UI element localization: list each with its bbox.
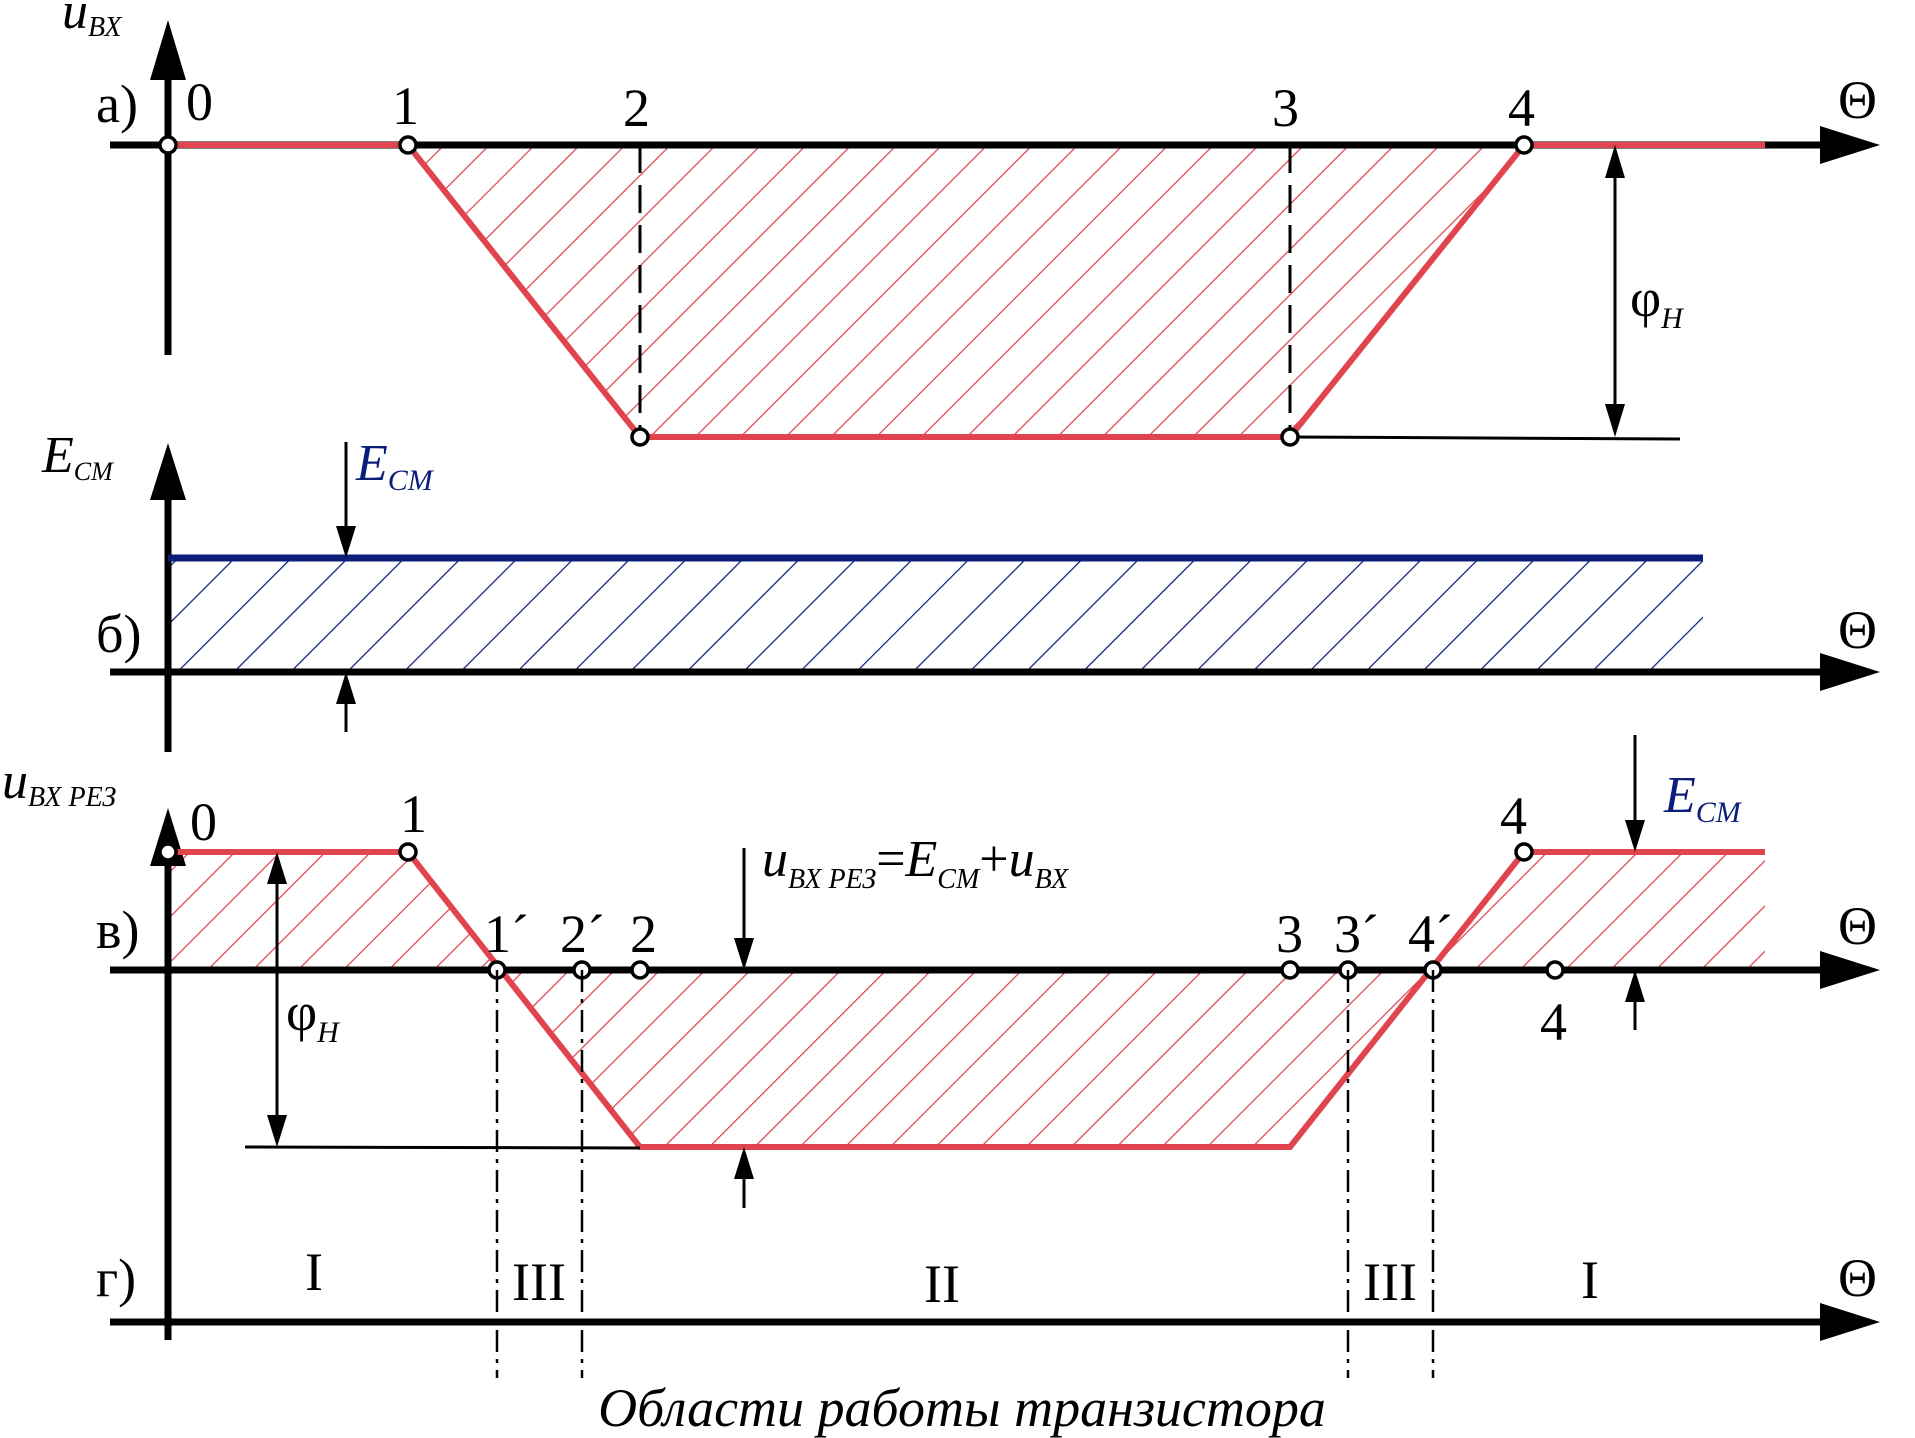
diagram-caption: Области работы транзистора (598, 1378, 1326, 1438)
panel-v-label-1prime: 1´ (484, 904, 529, 964)
panel-b-bias-arrowhead-top (336, 526, 356, 558)
panel-v-formula-arrowhead-bottom (734, 1147, 754, 1179)
panel-b-x-label: Θ (1838, 600, 1877, 660)
panel-a-amplitude-label: φН (1630, 268, 1685, 335)
panel-v-label-4-below: 4 (1540, 992, 1567, 1052)
panel-v-label-2: 2 (630, 904, 657, 964)
region-separators (495, 970, 1435, 1378)
panel-v-point-1 (398, 842, 418, 862)
panel-a-label-4: 4 (1508, 78, 1535, 138)
panel-b: EСМ б) Θ EСМ (41, 427, 1880, 752)
panel-v-point-4-axis (1545, 960, 1565, 980)
panel-v-amplitude-arrow-top (267, 852, 287, 884)
panel-a-amplitude-arrow-top (1605, 145, 1625, 178)
panel-b-bias-arrowhead-bottom (336, 672, 356, 704)
panel-v-label-4prime: 4´ (1408, 904, 1453, 964)
panel-v-label-3prime: 3´ (1334, 904, 1379, 964)
panel-a-point-2 (630, 427, 650, 447)
panel-v-x-label: Θ (1838, 896, 1877, 956)
panel-a-amplitude-arrow-bottom (1605, 404, 1625, 437)
panel-b-y-arrow (150, 443, 186, 500)
panel-v-positive-right-area (1433, 852, 1765, 970)
panel-b-bias-label: EСМ (355, 435, 435, 497)
panel-b-x-arrow (1820, 653, 1880, 691)
panel-v-bias-label: EСМ (1663, 767, 1743, 829)
panel-v-negative-area (497, 970, 1433, 1147)
panel-v-signal-line (168, 849, 1765, 1150)
panel-v-label-1: 1 (400, 784, 427, 844)
panel-a-label-3: 3 (1272, 78, 1299, 138)
panel-v-positive-left-area (168, 852, 497, 970)
panel-v-bias-arrowhead-top (1625, 820, 1645, 852)
panel-v-bias-arrowhead-bottom (1625, 970, 1645, 1002)
panel-v-x-arrow (1820, 951, 1880, 989)
panel-a: uВХ а) Θ 0 1 2 3 4 φН (62, 0, 1880, 447)
panel-v: uВХ РЕЗ в) Θ 0 1 4 1´ 2´ 2 3 3´ 4´ 4 φН … (2, 735, 1880, 1340)
panel-a-y-arrow (150, 20, 186, 80)
panel-v-point-3 (1280, 960, 1300, 980)
panel-v-y-label: uВХ РЕЗ (2, 753, 116, 813)
panel-b-bias-area (168, 558, 1703, 672)
panel-v-amplitude-arrow-bottom (267, 1115, 287, 1147)
panel-a-point-3 (1280, 427, 1300, 447)
panel-a-amplitude-baseline (1289, 435, 1681, 441)
panel-v-formula-arrowhead-top (734, 938, 754, 970)
panel-b-y-label: EСМ (41, 427, 114, 486)
panel-v-amplitude-baseline (244, 1145, 641, 1150)
panel-g-region-3: II (924, 1254, 960, 1314)
panel-a-signal-area (408, 145, 1524, 437)
panel-g-region-4: III (1363, 1252, 1417, 1312)
panel-g-region-2: III (512, 1252, 566, 1312)
panel-a-point-0 (158, 135, 178, 155)
panel-v-label-0: 0 (190, 792, 217, 852)
panel-g: г) Θ I III II III I (96, 1242, 1880, 1341)
panel-v-letter: в) (96, 900, 139, 960)
panel-a-letter: а) (96, 74, 138, 134)
panel-v-label-2prime: 2´ (560, 904, 605, 964)
panel-a-y-label: uВХ (62, 0, 122, 43)
panel-g-region-1: I (305, 1242, 323, 1302)
panel-a-x-label: Θ (1838, 70, 1877, 130)
panel-v-label-3: 3 (1276, 904, 1303, 964)
panel-g-letter: г) (96, 1248, 136, 1308)
panel-a-label-1: 1 (392, 76, 419, 136)
panel-v-point-4 (1514, 842, 1534, 862)
panel-v-point-2 (630, 960, 650, 980)
panel-a-point-4 (1514, 135, 1534, 155)
panel-v-label-4: 4 (1500, 786, 1527, 846)
panel-b-letter: б) (96, 604, 141, 664)
panel-a-label-2: 2 (623, 78, 650, 138)
panel-g-x-label: Θ (1838, 1248, 1877, 1308)
panel-a-x-arrow (1820, 126, 1880, 164)
panel-v-formula: uВХ РЕЗ=EСМ+uВХ (762, 831, 1069, 895)
panel-v-amplitude-label: φН (286, 982, 341, 1049)
panel-g-x-arrow (1820, 1303, 1880, 1341)
panel-g-region-5: I (1581, 1250, 1599, 1310)
panel-a-label-0: 0 (186, 72, 213, 132)
panel-a-point-1 (398, 135, 418, 155)
panel-a-signal-line (168, 142, 1765, 440)
panel-v-point-0 (158, 842, 178, 862)
